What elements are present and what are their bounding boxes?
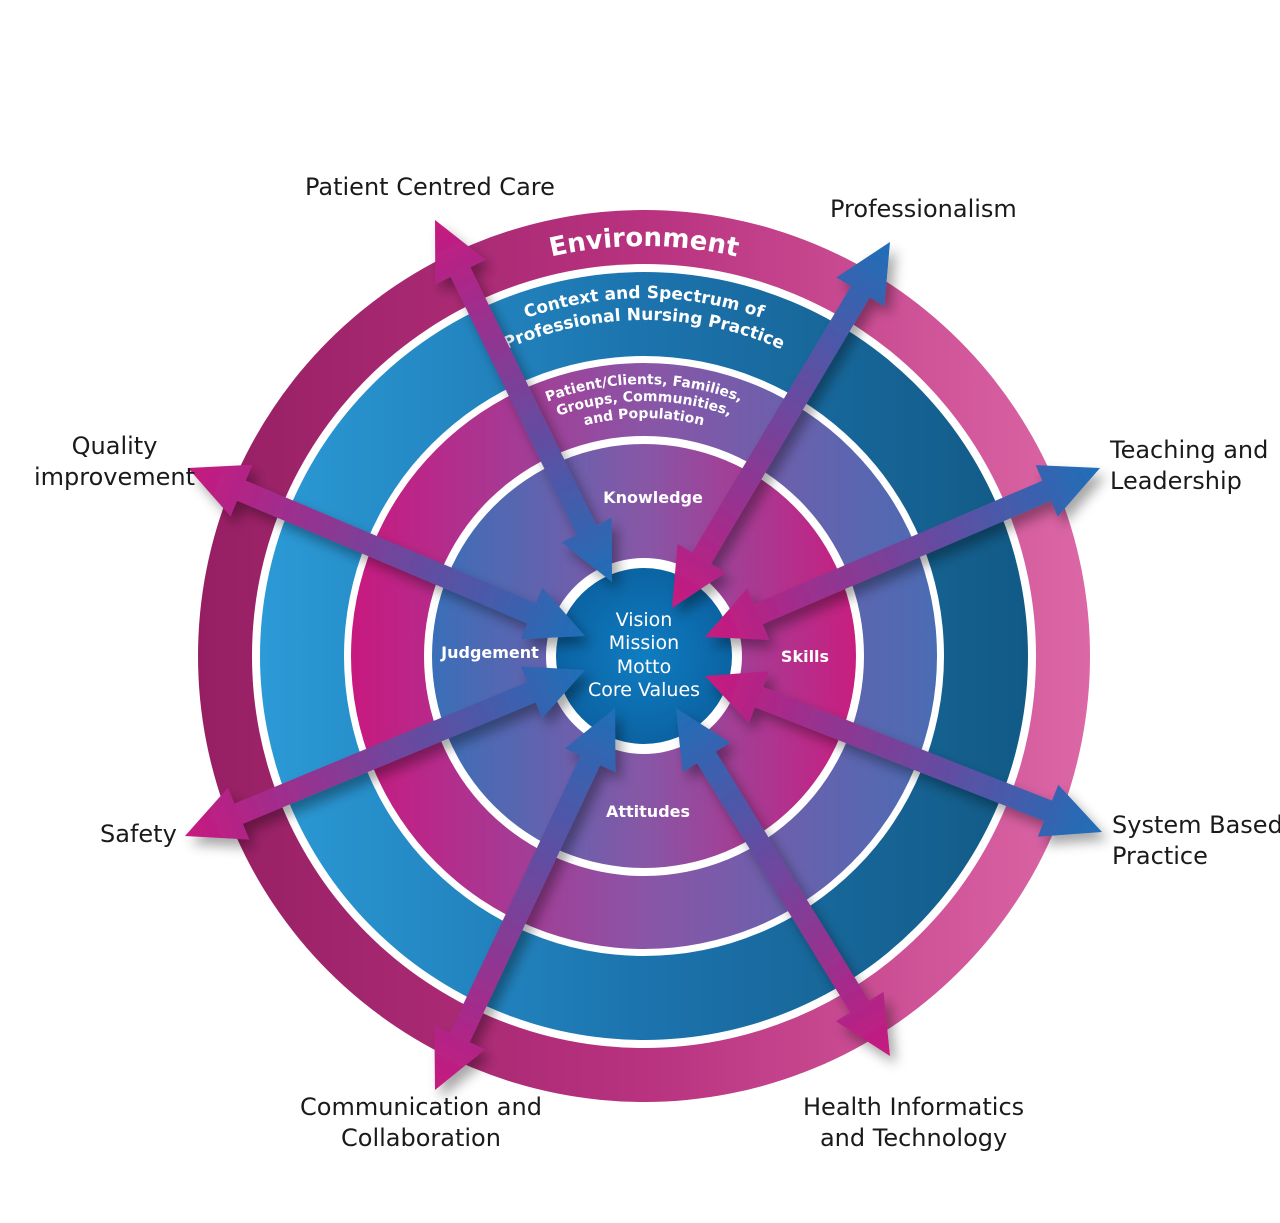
attitudes-label: Attitudes xyxy=(606,802,690,821)
center-circle xyxy=(556,568,732,744)
arrows xyxy=(185,220,1102,1090)
center-text: Vision Mission Motto Core Values xyxy=(588,609,700,701)
label-teaching-leadership: Teaching and Leadership xyxy=(1110,436,1269,495)
skills-label: Skills xyxy=(781,647,829,666)
center-vision: Vision xyxy=(616,609,673,631)
arrow-communication xyxy=(434,708,616,1090)
center-motto: Motto xyxy=(617,656,672,678)
knowledge-label: Knowledge xyxy=(603,488,703,507)
label-safety: Safety xyxy=(100,820,177,848)
judgement-label: Judgement xyxy=(440,643,539,662)
label-professionalism: Professionalism xyxy=(830,195,1017,223)
rings xyxy=(198,210,1090,1102)
arrow-safety xyxy=(185,666,585,840)
center-core-values: Core Values xyxy=(588,679,700,701)
center-mission: Mission xyxy=(609,632,679,654)
label-communication: Communication and Collaboration xyxy=(300,1093,542,1152)
arrow-health-informatics xyxy=(676,708,890,1056)
patients-label-3: and Population xyxy=(582,406,706,429)
label-quality-improvement: Quality improvement xyxy=(34,432,196,491)
label-patient-centred-care: Patient Centred Care xyxy=(305,173,555,201)
arrow-patient-centred-care xyxy=(435,220,612,582)
arrow-quality-improvement xyxy=(188,464,585,640)
label-system-based-practice: System Based Practice xyxy=(1112,811,1280,870)
arrow-system-based-practice xyxy=(705,671,1102,837)
arrow-professionalism xyxy=(672,242,890,608)
inner-labels: Knowledge Judgement Skills Attitudes xyxy=(440,488,829,821)
label-health-informatics: Health Informatics and Technology xyxy=(803,1093,1025,1152)
arrow-teaching-leadership xyxy=(705,465,1100,640)
